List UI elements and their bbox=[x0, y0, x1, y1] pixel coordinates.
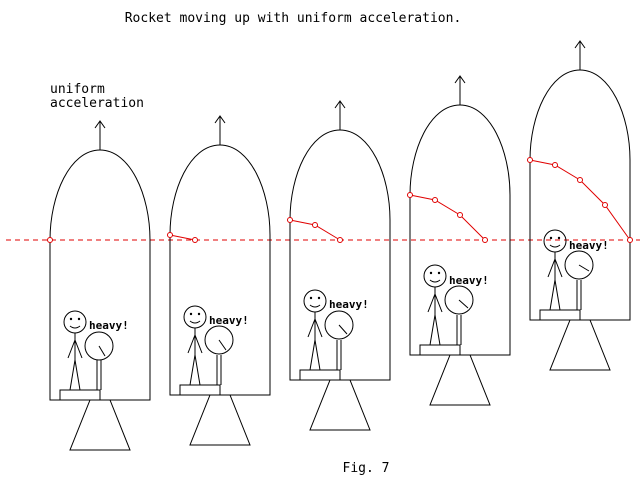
scale-platform bbox=[59, 389, 101, 401]
rocket-body bbox=[49, 149, 151, 401]
trajectory-point bbox=[482, 237, 488, 243]
trajectory-point bbox=[577, 177, 583, 183]
scale-dial-icon bbox=[444, 285, 474, 315]
rocket-body bbox=[169, 144, 271, 396]
trajectory-point bbox=[312, 222, 318, 228]
arrowhead-icon bbox=[334, 100, 346, 109]
rocket-body bbox=[289, 129, 391, 381]
rocket-nozzle-icon bbox=[549, 319, 611, 371]
arrowhead-icon bbox=[454, 75, 466, 84]
rocket-5: heavy! bbox=[529, 40, 631, 371]
scale-needle bbox=[338, 324, 348, 335]
trajectory-curve-5 bbox=[529, 159, 631, 241]
trajectory-curve-4 bbox=[409, 194, 486, 241]
trajectory-point bbox=[407, 192, 413, 198]
scale-needle bbox=[218, 339, 227, 351]
trajectory-point bbox=[337, 237, 343, 243]
trajectory-curve-2 bbox=[169, 234, 196, 241]
scale-platform bbox=[419, 344, 461, 356]
rocket-3: heavy! bbox=[289, 100, 391, 431]
trajectory-point bbox=[287, 217, 293, 223]
scale-dial-icon bbox=[324, 310, 354, 340]
rocket-nozzle-icon bbox=[189, 394, 251, 446]
stick-figure-icon bbox=[423, 264, 447, 346]
trajectory-point bbox=[627, 237, 633, 243]
trajectory-point bbox=[167, 232, 173, 238]
stick-figure-icon bbox=[543, 229, 567, 311]
rocket-body bbox=[409, 104, 511, 356]
trajectory-point bbox=[432, 197, 438, 203]
scale-needle bbox=[458, 299, 469, 309]
rocket-nozzle-icon bbox=[429, 354, 491, 406]
rocket-body bbox=[529, 69, 631, 321]
trajectory-point bbox=[552, 162, 558, 168]
rocket-1: heavy! bbox=[49, 120, 151, 451]
stick-figure-icon bbox=[183, 305, 207, 386]
rocket-nozzle-icon bbox=[69, 399, 131, 451]
rocket-2: heavy! bbox=[169, 115, 271, 446]
trajectory-point bbox=[192, 237, 198, 243]
trajectory-point bbox=[457, 212, 463, 218]
scale-platform bbox=[539, 309, 581, 321]
speech-heavy: heavy! bbox=[209, 314, 249, 327]
scale-platform bbox=[179, 384, 221, 396]
arrowhead-icon bbox=[574, 40, 586, 49]
rocket-nozzle-icon bbox=[309, 379, 371, 431]
scale-dial-icon bbox=[204, 325, 234, 355]
stick-figure-icon bbox=[303, 289, 327, 371]
scale-dial-icon bbox=[564, 250, 594, 280]
stick-figure-icon bbox=[63, 310, 87, 391]
scale-dial-icon bbox=[84, 331, 114, 361]
scale-needle bbox=[578, 264, 590, 272]
arrowhead-icon bbox=[94, 120, 106, 129]
trajectory-points bbox=[47, 157, 633, 243]
trajectory-point bbox=[47, 237, 53, 243]
speech-heavy: heavy! bbox=[569, 239, 609, 252]
trajectory-point bbox=[527, 157, 533, 163]
speech-heavy: heavy! bbox=[329, 298, 369, 311]
acceleration-label-line1: uniform bbox=[50, 82, 105, 97]
scale-platform bbox=[299, 369, 341, 381]
speech-heavy: heavy! bbox=[89, 319, 129, 332]
figure-label: Fig. 7 bbox=[343, 461, 390, 476]
scale-needle bbox=[98, 345, 106, 357]
acceleration-label-line2: acceleration bbox=[50, 96, 144, 111]
rocket-4: heavy! bbox=[409, 75, 511, 406]
diagram-title: Rocket moving up with uniform accelerati… bbox=[125, 11, 462, 26]
speech-heavy: heavy! bbox=[449, 274, 489, 287]
trajectory-point bbox=[602, 202, 608, 208]
arrowhead-icon bbox=[214, 115, 226, 124]
